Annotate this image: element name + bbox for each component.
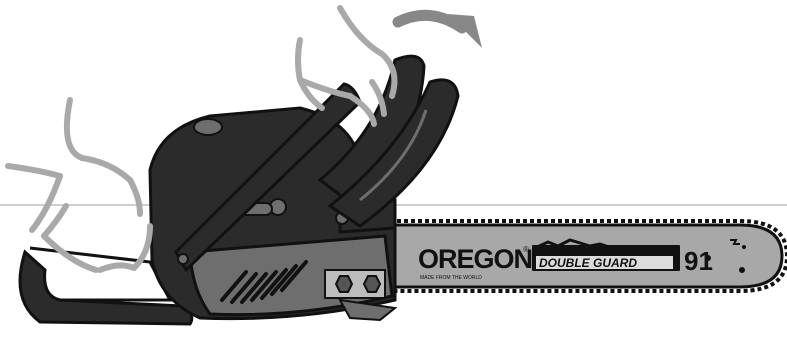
fuel-cap [194,119,222,135]
bar-product-line: DOUBLE GUARD [539,256,637,270]
bar-brand: OREGON [418,244,532,274]
bar-registered-mark: ® [523,245,529,254]
bar-trademark: ™ [664,252,670,259]
bar-model-number: 91 [684,246,713,276]
bar-fine-print: MADE FROM THE WORLD [420,275,482,281]
left-hand-icon [8,100,150,270]
guide-bar: OREGON ® MADE FROM THE WORLD DOUBLE GUAR… [390,221,787,291]
rotation-arrow-icon [398,14,482,48]
bar-nuts [325,270,385,298]
